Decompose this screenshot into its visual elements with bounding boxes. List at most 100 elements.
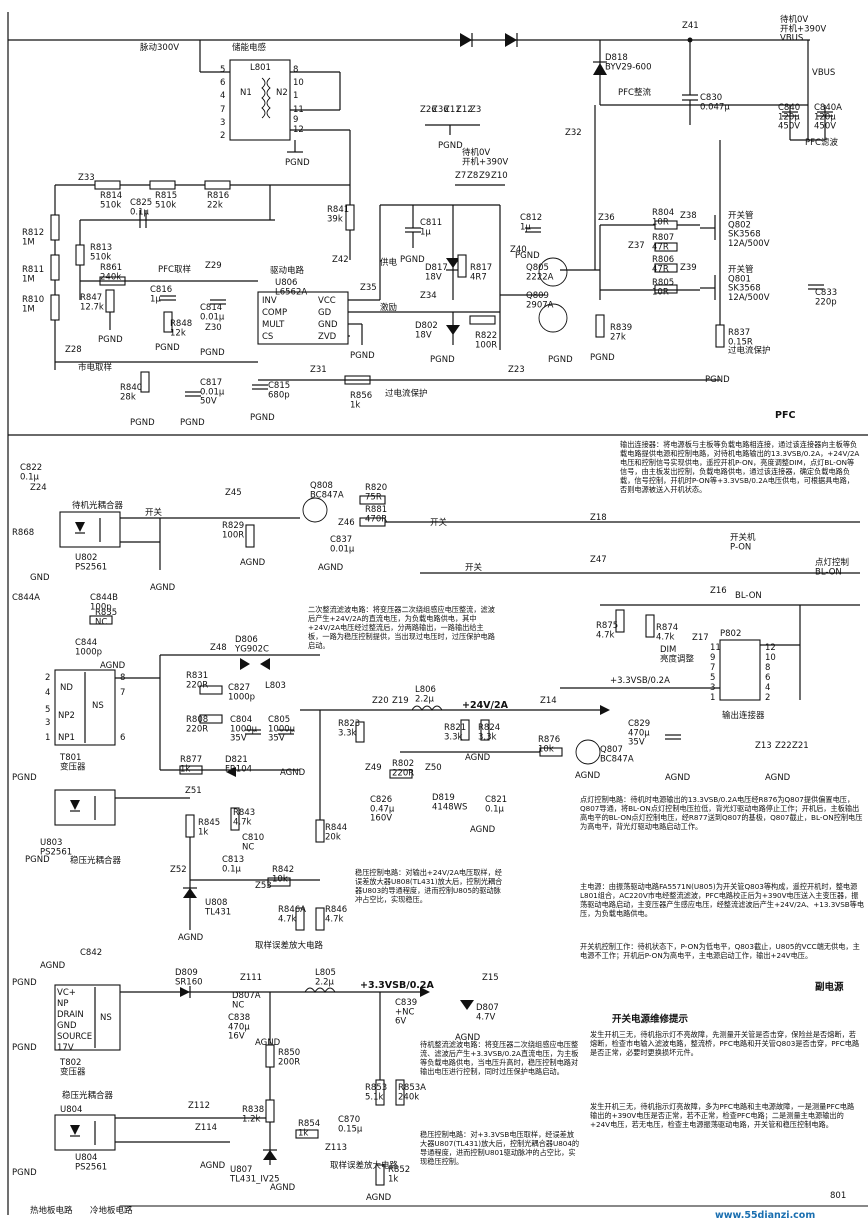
note-output-connector: 输出连接器：将电源板与主板等负载电路相连接，通过该连接器向主板等负载电路提供电源… xyxy=(620,440,860,494)
l801-pin-8: 8 xyxy=(293,65,298,75)
z17-label: Z17 xyxy=(692,633,709,643)
t801-pin-3: 3 xyxy=(45,718,50,728)
z23-label: Z23 xyxy=(508,365,525,375)
z-top-1: Z26 xyxy=(420,105,437,115)
hot-ground-label: 热地板电路 xyxy=(30,1205,73,1216)
l801-pin-9: 9 xyxy=(293,115,298,125)
z19-label: Z19 xyxy=(392,696,409,706)
conn-pin-r2: 10 xyxy=(765,653,776,663)
ocp-sample-label: 过电流保护 xyxy=(728,345,771,356)
drive-label: 激励 xyxy=(380,302,397,313)
l801-transformer xyxy=(229,59,291,141)
z114-label: Z114 xyxy=(195,1123,217,1133)
agnd-d807: AGND xyxy=(455,1033,481,1043)
t802-pin-vc: VC+ xyxy=(57,988,76,998)
t801-pin-4: 4 xyxy=(45,688,50,698)
v33-label: +3.3VSB/0.2A xyxy=(360,980,435,991)
pgnd-q809: PGND xyxy=(548,355,573,365)
z18-label: Z18 xyxy=(590,513,607,523)
conn-pin-l6: 1 xyxy=(710,693,715,703)
supply-label: 供电 xyxy=(380,257,398,268)
z16-label: Z16 xyxy=(710,586,727,596)
v24-label: +24V/2A xyxy=(462,700,509,711)
z31-label: Z31 xyxy=(310,365,327,375)
note-regulation: 稳压控制电路：对输出+24V/2A电压取样，经误差放大器U808(TL431)放… xyxy=(355,868,503,904)
pgnd-c811: PGND xyxy=(400,255,425,265)
pgnd-d802: PGND xyxy=(430,355,455,365)
vin-label: 脉动300V xyxy=(140,42,179,53)
arrow-24v xyxy=(600,705,610,715)
z36b-label: Z36 xyxy=(598,213,615,223)
diode-symbol-top1 xyxy=(460,33,472,47)
note-main-power-b: 开关机控制工作：待机状态下，P-ON为低电平，Q803截止，U805的VCC端无… xyxy=(580,942,860,960)
connector-label: 输出连接器 xyxy=(722,710,765,721)
z34-label: Z34 xyxy=(420,291,437,301)
z39-label: Z39 xyxy=(680,263,697,273)
z-mid-3: Z9 xyxy=(479,171,490,181)
u804-opto-label: 稳压光耦合器 xyxy=(62,1090,114,1101)
pgnd-t802: PGND xyxy=(12,1043,37,1053)
pgnd-r839: PGND xyxy=(590,353,615,363)
gnd-u802: GND xyxy=(30,573,50,583)
agnd-c837: AGND xyxy=(318,563,344,573)
aux-power-label: 副电源 xyxy=(815,981,844,993)
z-mid-2: Z8 xyxy=(467,171,478,181)
arrow-33v xyxy=(420,987,430,997)
agnd-c821: AGND xyxy=(470,825,496,835)
r868-label: R868 xyxy=(12,528,34,538)
agnd-c829: AGND xyxy=(665,773,691,783)
conn-pin-l1: 11 xyxy=(710,643,721,653)
c842-label: C842 xyxy=(80,948,102,958)
l801-pin-4: 4 xyxy=(220,91,225,101)
z50-label: Z50 xyxy=(425,763,442,773)
agnd-u807: AGND xyxy=(270,1183,296,1193)
z53-label: Z53 xyxy=(255,881,272,891)
t801-pin-1: 1 xyxy=(45,733,50,743)
agnd-c838: AGND xyxy=(255,1038,281,1048)
z45-label: Z45 xyxy=(225,488,242,498)
agnd-u804: AGND xyxy=(200,1161,226,1171)
t802-pin-drain: DRAIN xyxy=(57,1010,84,1020)
z-mid-4: Z10 xyxy=(491,171,508,181)
l801-title: 储能电感 xyxy=(232,42,267,53)
z-top-2: Z36 xyxy=(432,105,449,115)
agnd-c842: AGND xyxy=(40,961,66,971)
pgnd-c815: PGND xyxy=(250,413,275,423)
u806-pin-vcc: VCC xyxy=(318,296,336,306)
t801-nd: ND xyxy=(60,683,73,693)
